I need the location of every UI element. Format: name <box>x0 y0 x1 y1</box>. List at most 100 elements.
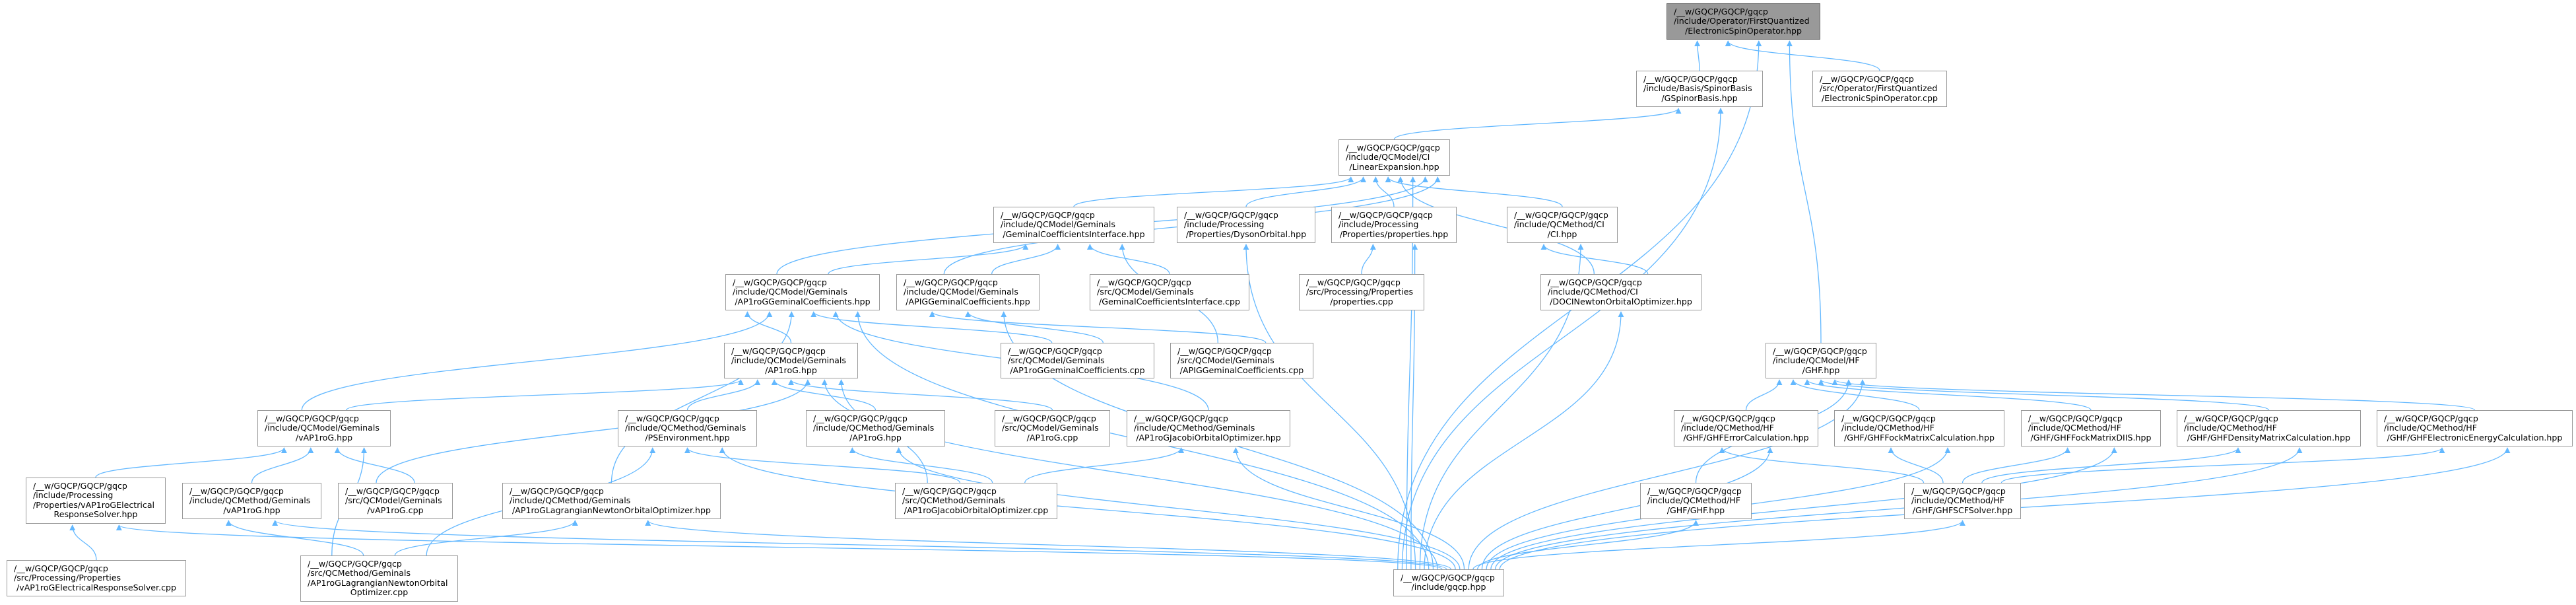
node-label-line: /__w/GQCP/GQCP/gqcp <box>1674 7 1768 17</box>
node-label-line: /include/QCMethod/HF <box>1911 495 2005 506</box>
node-label-line: /include/QCMethod/HF <box>2384 423 2478 433</box>
graph-node-ap1rog[interactable]: /__w/GQCP/GQCP/gqcp/include/QCModel/Gemi… <box>724 343 858 378</box>
graph-node-le[interactable]: /__w/GQCP/GQCP/gqcp/include/QCModel/CI/L… <box>1338 139 1450 176</box>
node-label-line: /__w/GQCP/GQCP/gqcp <box>14 563 108 573</box>
graph-node-ap1roggccpp[interactable]: /__w/GQCP/GQCP/gqcp/src/QCModel/Geminals… <box>1001 343 1154 378</box>
graph-node-resp[interactable]: /__w/GQCP/GQCP/gqcp/include/Processing/P… <box>26 478 166 524</box>
edge-scf-includes-ghfdens <box>1981 447 2241 483</box>
graph-node-ghfdiis[interactable]: /__w/GQCP/GQCP/gqcp/include/QCMethod/HF/… <box>2021 410 2161 446</box>
node-label-line: /__w/GQCP/GQCP/gqcp <box>1681 413 1775 423</box>
node-label-line: /src/QCMethod/Geminals <box>308 568 411 579</box>
node-label-line: /__w/GQCP/GQCP/gqcp <box>813 413 908 423</box>
graph-node-gci[interactable]: /__w/GQCP/GQCP/gqcp/include/QCModel/Gemi… <box>993 207 1154 243</box>
graph-node-jacobicpp[interactable]: /__w/GQCP/GQCP/gqcp/src/QCMethod/Geminal… <box>895 483 1057 519</box>
edge-ap1rogcpp-includes-ap1rog <box>788 379 1053 411</box>
graph-node-scf[interactable]: /__w/GQCP/GQCP/gqcp/include/QCMethod/HF/… <box>1904 483 2021 519</box>
edge-jacobicpp-includes-map1rog <box>849 447 993 483</box>
graph-node-ghfghf[interactable]: /__w/GQCP/GQCP/gqcp/include/QCMethod/HF/… <box>1640 483 1752 519</box>
node-label-line: ResponseSolver.hpp <box>53 509 138 520</box>
graph-node-ap1roggc[interactable]: /__w/GQCP/GQCP/gqcp/include/QCModel/Gemi… <box>725 274 880 310</box>
graph-node-dyson[interactable]: /__w/GQCP/GQCP/gqcp/include/Processing/P… <box>1177 207 1315 243</box>
graph-node-ghfdens[interactable]: /__w/GQCP/GQCP/gqcp/include/QCMethod/HF/… <box>2177 410 2361 446</box>
graph-node-eso: /__w/GQCP/GQCP/gqcp/include/Operator/Fir… <box>1667 3 1820 40</box>
graph-node-apiggc[interactable]: /__w/GQCP/GQCP/gqcp/include/QCModel/Gemi… <box>896 274 1040 310</box>
node-label-line: /include/gqcp.hpp <box>1411 582 1486 592</box>
graph-node-ci[interactable]: /__w/GQCP/GQCP/gqcp/include/QCMethod/CI/… <box>1507 207 1618 243</box>
node-label-line: /__w/GQCP/GQCP/gqcp <box>733 277 827 287</box>
graph-node-gqcp[interactable]: /__w/GQCP/GQCP/gqcp/include/gqcp.hpp <box>1393 569 1504 596</box>
node-label-line: /GHF/GHFDensityMatrixCalculation.hpp <box>2187 432 2351 443</box>
edge-gqcp-includes-ghfghf <box>1477 520 1699 570</box>
node-label-line: /__w/GQCP/GQCP/gqcp <box>904 277 998 287</box>
graph-node-gspinor[interactable]: /__w/GQCP/GQCP/gqcp/include/Basis/Spinor… <box>1636 71 1763 107</box>
graph-node-props[interactable]: /__w/GQCP/GQCP/gqcp/include/Processing/P… <box>1331 207 1457 243</box>
node-label-line: /APIGGeminalCoefficients.cpp <box>1179 365 1304 375</box>
edge-lagrcpp-includes-lagr <box>394 520 578 556</box>
node-label-line: /__w/GQCP/GQCP/gqcp <box>1338 210 1433 220</box>
graph-node-apiggccpp[interactable]: /__w/GQCP/GQCP/gqcp/src/QCModel/Geminals… <box>1170 343 1313 378</box>
node-label-line: /GeminalCoefficientsInterface.cpp <box>1098 296 1241 306</box>
node-label-line: /include/QCModel/Geminals <box>1001 219 1115 230</box>
edge-ap1roggccpp-includes-apiggc <box>965 311 1104 343</box>
graph-node-propscpp[interactable]: /__w/GQCP/GQCP/gqcp/src/Processing/Prope… <box>1299 274 1424 310</box>
node-label-line: /vAP1roG.cpp <box>367 505 424 515</box>
node-label-line: /__w/GQCP/GQCP/gqcp <box>1008 346 1102 356</box>
graph-node-doci[interactable]: /__w/GQCP/GQCP/gqcp/include/QCMethod/CI/… <box>1540 274 1701 310</box>
node-label-line: /include/QCMethod/HF <box>2028 423 2122 433</box>
graph-node-lagr[interactable]: /__w/GQCP/GQCP/gqcp/include/QCMethod/Gem… <box>502 483 721 519</box>
graph-node-ghf[interactable]: /__w/GQCP/GQCP/gqcp/include/QCModel/HF/G… <box>1766 343 1876 378</box>
edge-ci-includes-le <box>1385 176 1563 207</box>
node-label-line: /include/QCModel/CI <box>1346 152 1430 162</box>
graph-node-respcpp[interactable]: /__w/GQCP/GQCP/gqcp/src/Processing/Prope… <box>7 560 186 596</box>
node-label-line: /include/QCMethod/CI <box>1548 287 1638 297</box>
node-label-line: /src/Operator/FirstQuantized <box>1820 83 1938 94</box>
node-label-line: /AP1roGJacobiOrbitalOptimizer.hpp <box>1136 432 1281 443</box>
node-label-line: /__w/GQCP/GQCP/gqcp <box>2384 413 2478 423</box>
graph-node-esocpp[interactable]: /__w/GQCP/GQCP/gqcp/src/Operator/FirstQu… <box>1812 71 1947 107</box>
node-label-line: /src/QCMethod/Geminals <box>902 495 1006 506</box>
graph-node-vap1rogcpp[interactable]: /__w/GQCP/GQCP/gqcp/src/QCModel/Geminals… <box>338 483 453 519</box>
graph-node-jacobi[interactable]: /__w/GQCP/GQCP/gqcp/include/QCMethod/Gem… <box>1127 410 1290 446</box>
node-label-line: /GHF/GHFSCFSolver.hpp <box>1912 505 2013 515</box>
edge-gqcp-includes-map1rog <box>896 447 1461 570</box>
node-label-line: /__w/GQCP/GQCP/gqcp <box>1841 413 1936 423</box>
graph-node-mvap1rog[interactable]: /__w/GQCP/GQCP/gqcp/include/QCMethod/Gem… <box>182 483 321 519</box>
edge-apiggccpp-includes-apiggc <box>929 311 1267 343</box>
graph-node-map1rog[interactable]: /__w/GQCP/GQCP/gqcp/include/QCMethod/Gem… <box>806 410 945 446</box>
node-label-line: /GHF.hpp <box>1802 365 1840 375</box>
graph-node-ghffock[interactable]: /__w/GQCP/GQCP/gqcp/include/QCMethod/HF/… <box>1834 410 2004 446</box>
node-label-line: /vAP1roGElectricalResponseSolver.cpp <box>17 582 176 592</box>
graph-node-ghferr[interactable]: /__w/GQCP/GQCP/gqcp/include/QCMethod/HF/… <box>1674 410 1818 446</box>
edge-dyson-includes-le <box>1245 176 1367 207</box>
node-label-line: /src/Processing/Properties <box>1306 287 1414 297</box>
node-label-line: /GSpinorBasis.hpp <box>1661 92 1738 103</box>
graph-node-vap1rog[interactable]: /__w/GQCP/GQCP/gqcp/include/QCModel/Gemi… <box>257 410 391 446</box>
node-label-line: /__w/GQCP/GQCP/gqcp <box>1773 346 1867 356</box>
node-label-line: /AP1roGGeminalCoefficients.hpp <box>735 296 871 306</box>
edge-gqcp-includes-scf <box>1472 520 1965 570</box>
graph-node-ghfener[interactable]: /__w/GQCP/GQCP/gqcp/include/QCMethod/HF/… <box>2377 410 2573 446</box>
node-label-line: /properties.cpp <box>1330 296 1393 306</box>
graph-node-lagrcpp[interactable]: /__w/GQCP/GQCP/gqcp/src/QCMethod/Geminal… <box>300 555 458 602</box>
node-label-line: /vAP1roG.hpp <box>295 432 353 443</box>
graph-node-gcicpp[interactable]: /__w/GQCP/GQCP/gqcp/src/QCModel/Geminals… <box>1090 274 1249 310</box>
node-label-line: /vAP1roG.hpp <box>223 505 281 515</box>
graph-node-ap1rogcpp[interactable]: /__w/GQCP/GQCP/gqcp/src/QCModel/Geminals… <box>995 410 1110 446</box>
node-label-line: /include/QCMethod/Geminals <box>1134 423 1255 433</box>
node-label-line: /__w/GQCP/GQCP/gqcp <box>1002 413 1096 423</box>
node-label-line: /src/QCModel/Geminals <box>1097 287 1194 297</box>
node-label-line: /AP1roGLagrangianNewtonOrbital <box>308 577 448 588</box>
node-label-line: /src/QCModel/Geminals <box>1008 355 1105 366</box>
node-label-line: /include/QCModel/Geminals <box>904 287 1018 297</box>
node-label-line: /GeminalCoefficientsInterface.hpp <box>1003 229 1145 239</box>
node-label-line: /__w/GQCP/GQCP/gqcp <box>2028 413 2123 423</box>
node-label-line: /Properties/vAP1roGElectrical <box>33 499 155 510</box>
edge-ghfener-includes-ghf <box>1832 379 2476 411</box>
edge-apiggc-includes-gci <box>991 244 1061 275</box>
node-label-line: /__w/GQCP/GQCP/gqcp <box>1548 277 1642 287</box>
edge-gqcp-includes-mvap1rog <box>272 520 1447 570</box>
edge-lagr-includes-ap1roggc <box>611 311 795 483</box>
edge-scf-includes-ghfdiis <box>1962 447 2071 483</box>
node-label-line: /include/QCModel/HF <box>1773 355 1860 366</box>
graph-node-psenv[interactable]: /__w/GQCP/GQCP/gqcp/include/QCMethod/Gem… <box>618 410 757 446</box>
